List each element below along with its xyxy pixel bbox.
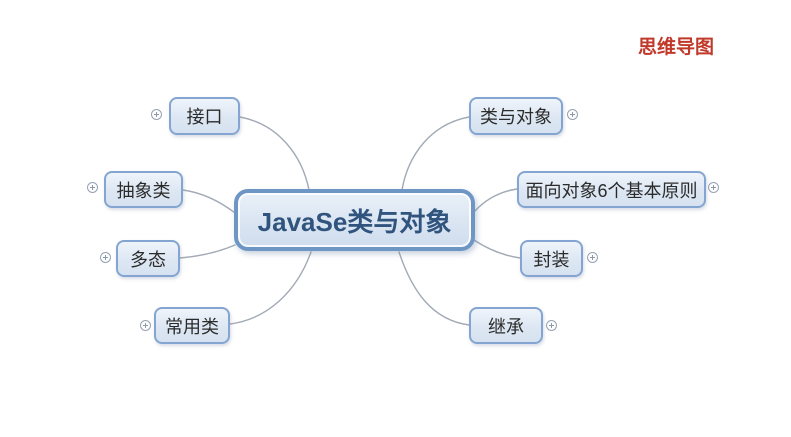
expand-icon[interactable]: [708, 182, 719, 193]
expand-icon[interactable]: [100, 252, 111, 263]
expand-icon[interactable]: [140, 320, 151, 331]
topic-class-and-object[interactable]: 类与对象: [469, 97, 563, 135]
expand-icon[interactable]: [151, 109, 162, 120]
topic-oop-principles[interactable]: 面向对象6个基本原则: [517, 171, 706, 208]
expand-icon[interactable]: [87, 182, 98, 193]
topic-label: 多态: [130, 249, 166, 270]
central-topic-label: JavaSe类与对象: [257, 206, 452, 237]
topic-polymorphism[interactable]: 多态: [116, 240, 180, 277]
connector-line: [473, 188, 518, 213]
page-title: 思维导图: [638, 37, 715, 58]
expand-icon[interactable]: [567, 109, 578, 120]
topic-label: 类与对象: [480, 107, 552, 127]
connector-line: [229, 251, 312, 325]
topic-interface[interactable]: 接口: [169, 97, 240, 135]
expand-icon[interactable]: [546, 320, 557, 331]
topic-common-classes[interactable]: 常用类: [154, 307, 230, 344]
connector-line: [398, 251, 470, 326]
topic-label: 面向对象6个基本原则: [525, 180, 698, 201]
connector-line: [182, 189, 236, 214]
topic-encapsulation[interactable]: 封装: [520, 240, 583, 277]
topic-label: 抽象类: [116, 180, 171, 201]
topic-label: 封装: [533, 249, 570, 270]
connector-line: [179, 244, 236, 259]
topic-abstract-class[interactable]: 抽象类: [104, 171, 183, 208]
central-topic[interactable]: JavaSe类与对象: [234, 189, 475, 251]
topic-inheritance[interactable]: 继承: [469, 307, 543, 344]
topic-label: 接口: [186, 107, 223, 127]
topic-label: 继承: [488, 316, 524, 337]
expand-icon[interactable]: [587, 252, 598, 263]
connector-line: [239, 116, 310, 191]
connector-line: [401, 116, 470, 191]
topic-label: 常用类: [165, 316, 219, 337]
connector-line: [473, 239, 521, 259]
